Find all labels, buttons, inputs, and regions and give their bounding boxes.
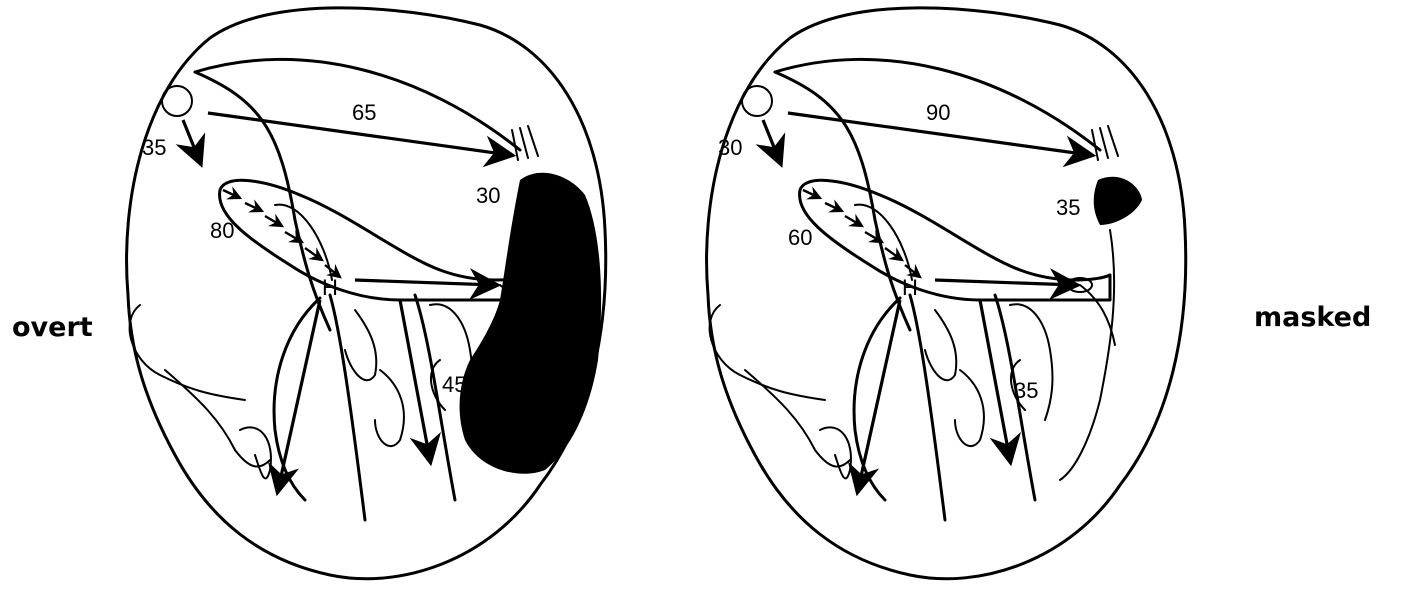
papillary-3 bbox=[820, 427, 851, 478]
sa-accessory-time: 90 bbox=[926, 100, 950, 125]
av-delay-arrows bbox=[223, 190, 340, 277]
arrow-his-down-right bbox=[400, 300, 430, 460]
papillary-2 bbox=[165, 370, 270, 467]
septal-leaflet bbox=[855, 205, 912, 280]
papillary-4 bbox=[925, 310, 956, 380]
av-delay-time: 80 bbox=[210, 218, 234, 243]
papillary-5 bbox=[955, 370, 984, 446]
sa-accessory-time: 65 bbox=[352, 100, 376, 125]
right-bundle bbox=[910, 295, 945, 520]
sa-node bbox=[742, 86, 772, 116]
right-bundle bbox=[330, 295, 365, 520]
his-label: H bbox=[322, 275, 338, 300]
sa-node bbox=[162, 86, 192, 116]
arrow-sa-to-av bbox=[763, 120, 780, 162]
arrow-his-down-right bbox=[980, 300, 1010, 460]
lateral-outline bbox=[1060, 230, 1114, 480]
atrial-septum bbox=[195, 72, 330, 330]
papillary-5 bbox=[375, 370, 404, 446]
av-delay-time: 60 bbox=[788, 225, 812, 250]
papillary-2 bbox=[745, 370, 850, 467]
atrial-septum bbox=[775, 72, 910, 330]
papillary-3 bbox=[240, 427, 271, 478]
sa-av-time: 30 bbox=[718, 135, 742, 160]
masked-label: masked bbox=[1254, 302, 1371, 333]
arrow-his-to-lateral bbox=[355, 280, 495, 285]
arrow-his-down-left bbox=[278, 300, 320, 490]
septal-leaflet bbox=[275, 205, 332, 280]
his-label: H bbox=[902, 275, 918, 300]
arrow-sa-to-av bbox=[183, 120, 200, 162]
ventricular-time: 45 bbox=[442, 372, 466, 397]
preexcited-region bbox=[1094, 177, 1142, 225]
papillary-1 bbox=[130, 305, 245, 400]
accessory-time: 35 bbox=[1056, 195, 1080, 220]
accessory-time: 30 bbox=[476, 183, 500, 208]
accessory-pathway bbox=[512, 126, 538, 160]
sa-av-time: 35 bbox=[142, 135, 166, 160]
heart-diagram-masked: 30 90 60 H 35 35 bbox=[680, 0, 1200, 592]
ventricular-time: 35 bbox=[1014, 378, 1038, 403]
overt-label: overt bbox=[12, 312, 93, 343]
papillary-1 bbox=[710, 305, 825, 400]
arrow-his-to-lateral bbox=[935, 280, 1075, 285]
av-delay-arrows bbox=[803, 190, 920, 277]
heart-diagram-overt: 35 65 80 H 30 45 bbox=[100, 0, 620, 592]
accessory-pathway bbox=[1092, 126, 1118, 160]
arrow-his-down-left bbox=[858, 300, 900, 490]
preexcited-region bbox=[460, 173, 602, 474]
papillary-4 bbox=[345, 310, 376, 380]
